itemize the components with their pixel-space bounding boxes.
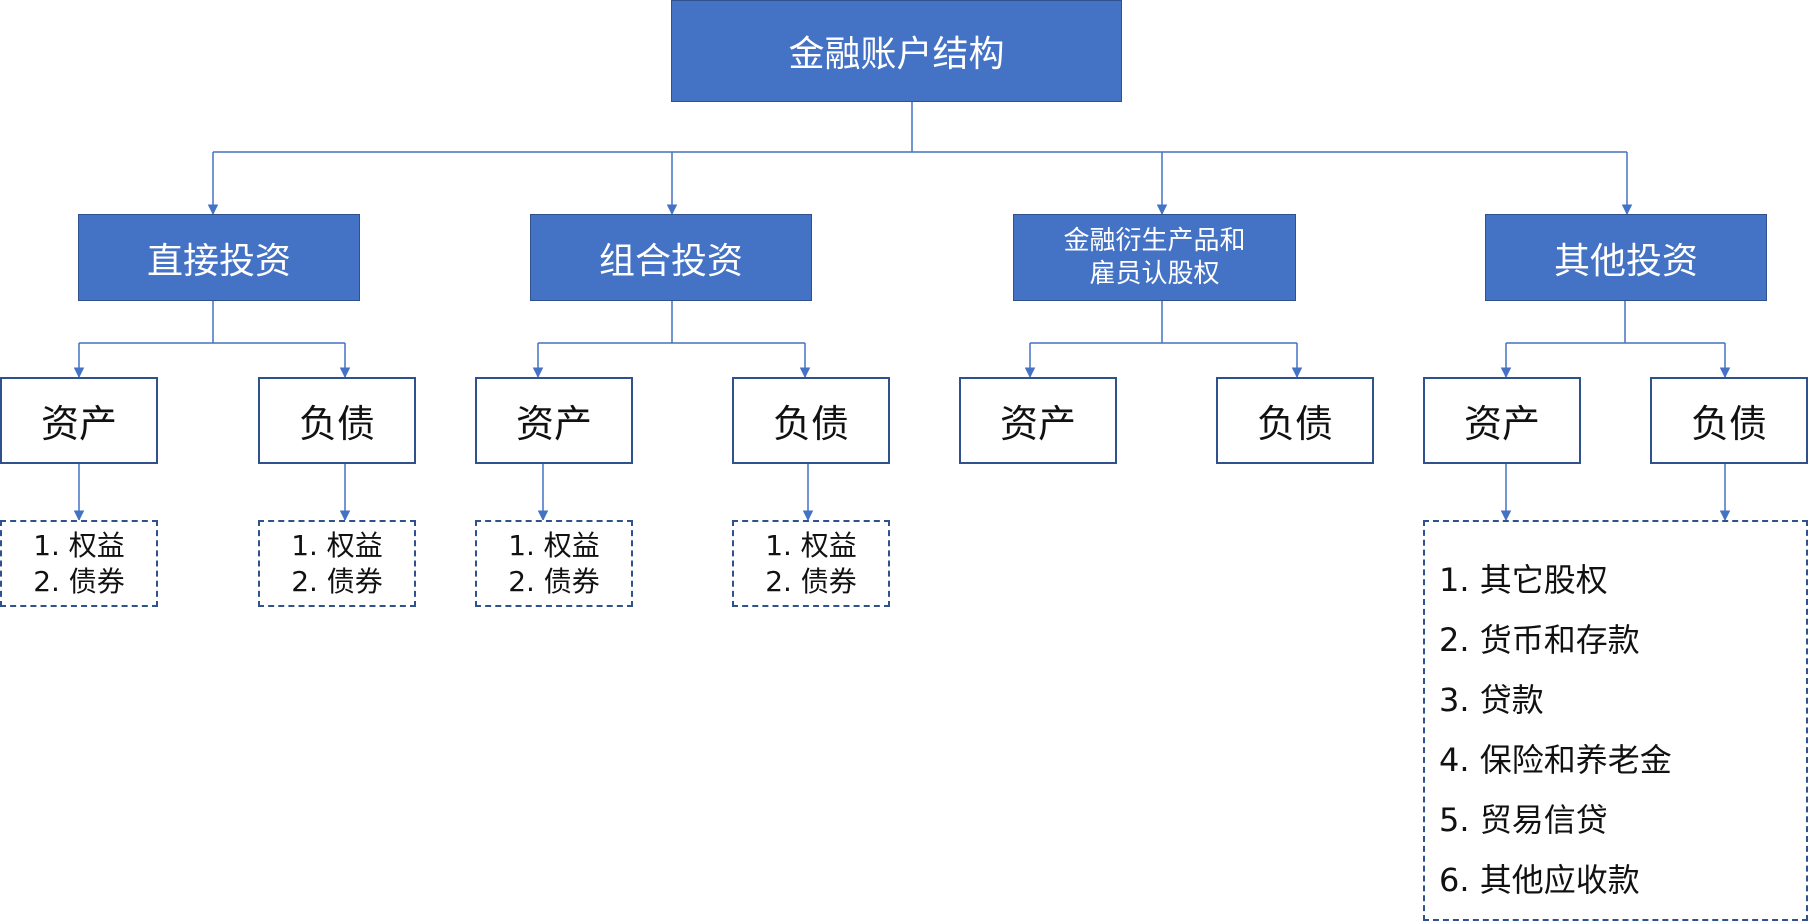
category-label: 直接投资 xyxy=(146,240,291,282)
detail-item: 6. 其他应收款 xyxy=(1439,861,1640,899)
category-label: 其他投资 xyxy=(1553,240,1698,282)
leaf-label: 资产 xyxy=(40,402,117,446)
category-direct-investment: 直接投资 xyxy=(78,214,360,301)
derivatives-liabilities: 负债 xyxy=(1216,377,1374,464)
portfolio-investment-assets-details: 1. 权益 2. 债券 xyxy=(475,520,633,607)
derivatives-assets: 资产 xyxy=(959,377,1117,464)
detail-item: 1. 权益 xyxy=(33,528,125,562)
detail-item: 2. 债券 xyxy=(765,564,857,598)
root-node: 金融账户结构 xyxy=(671,0,1122,102)
direct-investment-assets-details: 1. 权益 2. 债券 xyxy=(0,520,158,607)
leaf-label: 资产 xyxy=(515,402,592,446)
leaf-label: 资产 xyxy=(1463,402,1540,446)
leaf-label: 负债 xyxy=(1256,402,1333,446)
detail-item: 2. 货币和存款 xyxy=(1439,621,1640,659)
portfolio-investment-assets: 资产 xyxy=(475,377,633,464)
category-label-line-2: 雇员认股权 xyxy=(1089,258,1220,289)
detail-item: 1. 权益 xyxy=(765,528,857,562)
leaf-label: 负债 xyxy=(1690,402,1767,446)
detail-item: 1. 其它股权 xyxy=(1439,561,1608,599)
category-label-line-1: 金融衍生产品和 xyxy=(1063,226,1246,256)
leaf-label: 负债 xyxy=(772,402,849,446)
detail-item: 5. 贸易信贷 xyxy=(1439,801,1608,839)
direct-investment-liabilities-details: 1. 权益 2. 债券 xyxy=(258,520,416,607)
root-label: 金融账户结构 xyxy=(788,34,1005,75)
detail-item: 1. 权益 xyxy=(291,528,383,562)
category-portfolio-investment: 组合投资 xyxy=(530,214,812,301)
other-investment-details: 1. 其它股权 2. 货币和存款 3. 贷款 4. 保险和养老金 5. 贸易信贷… xyxy=(1423,520,1808,921)
leaf-label: 负债 xyxy=(298,402,375,446)
category-other-investment: 其他投资 xyxy=(1485,214,1767,301)
category-financial-derivatives: 金融衍生产品和 雇员认股权 xyxy=(1013,214,1296,301)
direct-investment-assets: 资产 xyxy=(0,377,158,464)
leaf-label: 资产 xyxy=(999,402,1076,446)
category-label: 组合投资 xyxy=(598,240,743,282)
detail-item: 3. 贷款 xyxy=(1439,681,1544,719)
portfolio-investment-liabilities-details: 1. 权益 2. 债券 xyxy=(732,520,890,607)
detail-item: 1. 权益 xyxy=(508,528,600,562)
detail-item: 2. 债券 xyxy=(291,564,383,598)
portfolio-investment-liabilities: 负债 xyxy=(732,377,890,464)
other-investment-assets: 资产 xyxy=(1423,377,1581,464)
other-investment-liabilities: 负债 xyxy=(1650,377,1808,464)
detail-item: 4. 保险和养老金 xyxy=(1439,741,1672,779)
detail-item: 2. 债券 xyxy=(33,564,125,598)
detail-item: 2. 债券 xyxy=(508,564,600,598)
direct-investment-liabilities: 负债 xyxy=(258,377,416,464)
